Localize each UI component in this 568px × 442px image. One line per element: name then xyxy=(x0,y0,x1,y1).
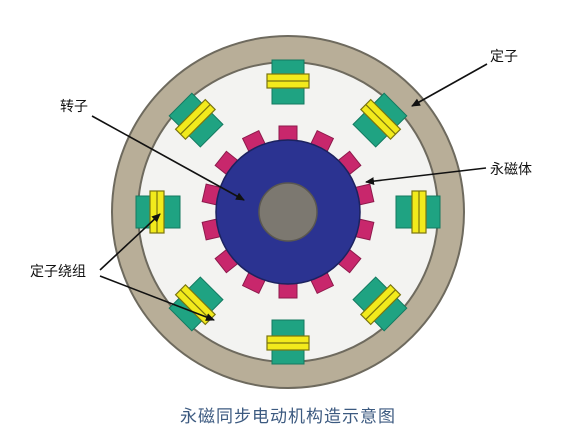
diagram-caption: 永磁同步电动机构造示意图 xyxy=(180,407,396,427)
permanent-magnet-label: 永磁体 xyxy=(490,162,532,178)
winding-leader-line-lower xyxy=(99,275,215,321)
stator-leader-line xyxy=(411,63,488,107)
stator-teeth-group xyxy=(135,59,441,365)
stator-tooth-assembly xyxy=(266,319,310,365)
rotor-leader-line xyxy=(91,115,245,201)
stator-tooth-assembly xyxy=(395,190,441,234)
stator-tooth-assembly xyxy=(266,59,310,105)
stator-winding-stripe xyxy=(180,104,211,135)
winding-leader-line-upper xyxy=(99,213,161,271)
rotor-shaft xyxy=(258,182,318,242)
stator-winding-label: 定子绕组 xyxy=(30,264,86,280)
stator-winding-stripe xyxy=(365,104,396,135)
stator-label: 定子 xyxy=(490,49,518,65)
stator-tooth-assembly xyxy=(352,92,408,148)
stator-tooth-assembly xyxy=(135,190,181,234)
rotor-label: 转子 xyxy=(60,99,88,115)
stator-tooth-assembly xyxy=(352,276,408,332)
magnet-leader-line xyxy=(365,167,487,186)
stator-tooth-assembly xyxy=(168,92,224,148)
stator-winding-stripe xyxy=(365,289,396,320)
